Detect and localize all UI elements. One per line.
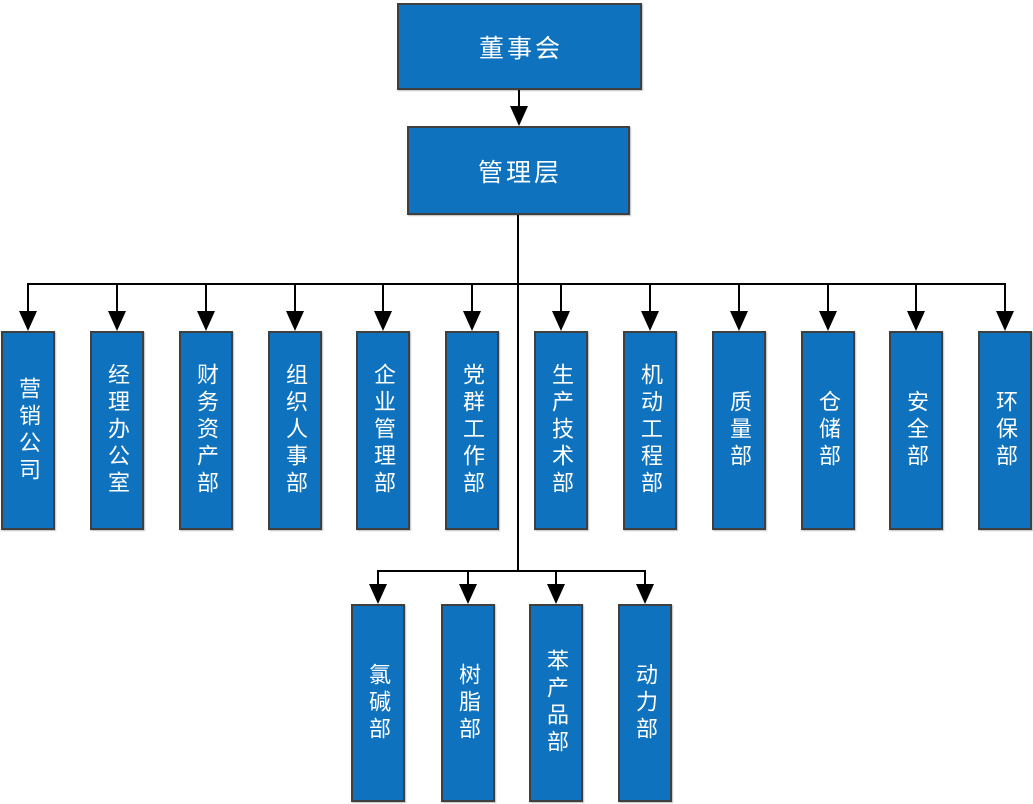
connector-dept-7-line bbox=[560, 283, 562, 313]
connector-subdept-4-line bbox=[644, 570, 646, 585]
subdept-box-benzene-products: 苯产品部 bbox=[529, 604, 583, 802]
connector-dept-3-line bbox=[205, 283, 207, 313]
org-box-board: 董事会 bbox=[397, 3, 642, 90]
connector-management-trunk-line bbox=[517, 215, 519, 572]
dept-box-manager-office: 经理办公室 bbox=[90, 331, 144, 530]
connector-dept-2-line bbox=[116, 283, 118, 313]
connector-dept-6-arrowhead bbox=[463, 311, 481, 331]
dept-box-production-tech: 生产技术部 bbox=[534, 331, 588, 530]
connector-board-management-arrowhead bbox=[510, 106, 528, 126]
connector-dept-3-arrowhead bbox=[197, 311, 215, 331]
connector-subdept-3-line bbox=[555, 570, 557, 585]
connector-dept-8-line bbox=[649, 283, 651, 313]
connector-dept-9-line bbox=[738, 283, 740, 313]
connector-dept-12-line bbox=[1004, 283, 1006, 313]
connector-subdept-2-line bbox=[467, 570, 469, 585]
connector-level3-bus-line bbox=[27, 283, 1006, 285]
connector-level4-bus-line bbox=[377, 570, 646, 572]
connector-dept-8-arrowhead bbox=[641, 311, 659, 331]
connector-dept-12-arrowhead bbox=[996, 311, 1014, 331]
dept-box-party-mass-work: 党群工作部 bbox=[445, 331, 499, 530]
dept-box-marketing: 营销公司 bbox=[1, 331, 55, 530]
connector-dept-6-line bbox=[471, 283, 473, 313]
subdept-box-power: 动力部 bbox=[618, 604, 672, 802]
dept-box-mobile-engineering: 机动工程部 bbox=[623, 331, 677, 530]
connector-subdept-1-line bbox=[377, 570, 379, 585]
connector-dept-1-arrowhead bbox=[19, 311, 37, 331]
subdept-box-chlor-alkali: 氯碱部 bbox=[351, 604, 405, 802]
subdept-box-resin: 树脂部 bbox=[441, 604, 495, 802]
connector-dept-4-arrowhead bbox=[286, 311, 304, 331]
org-box-management: 管理层 bbox=[407, 126, 630, 215]
connector-dept-2-arrowhead bbox=[108, 311, 126, 331]
connector-dept-1-line bbox=[27, 283, 29, 313]
connector-dept-5-arrowhead bbox=[374, 311, 392, 331]
connector-dept-11-line bbox=[915, 283, 917, 313]
connector-dept-10-arrowhead bbox=[819, 311, 837, 331]
connector-board-management-line bbox=[518, 90, 520, 108]
dept-box-org-personnel: 组织人事部 bbox=[268, 331, 322, 530]
dept-box-safety: 安全部 bbox=[889, 331, 943, 530]
connector-dept-4-line bbox=[294, 283, 296, 313]
connector-dept-5-line bbox=[382, 283, 384, 313]
dept-box-finance-assets: 财务资产部 bbox=[179, 331, 233, 530]
dept-box-warehouse: 仓储部 bbox=[801, 331, 855, 530]
connector-subdept-1-arrowhead bbox=[369, 584, 387, 604]
dept-box-enterprise-mgmt: 企业管理部 bbox=[356, 331, 410, 530]
connector-subdept-2-arrowhead bbox=[459, 584, 477, 604]
connector-dept-11-arrowhead bbox=[907, 311, 925, 331]
connector-subdept-3-arrowhead bbox=[547, 584, 565, 604]
dept-box-environment: 环保部 bbox=[978, 331, 1032, 530]
connector-subdept-4-arrowhead bbox=[636, 584, 654, 604]
connector-dept-7-arrowhead bbox=[552, 311, 570, 331]
dept-box-quality: 质量部 bbox=[712, 331, 766, 530]
connector-dept-10-line bbox=[827, 283, 829, 313]
connector-dept-9-arrowhead bbox=[730, 311, 748, 331]
